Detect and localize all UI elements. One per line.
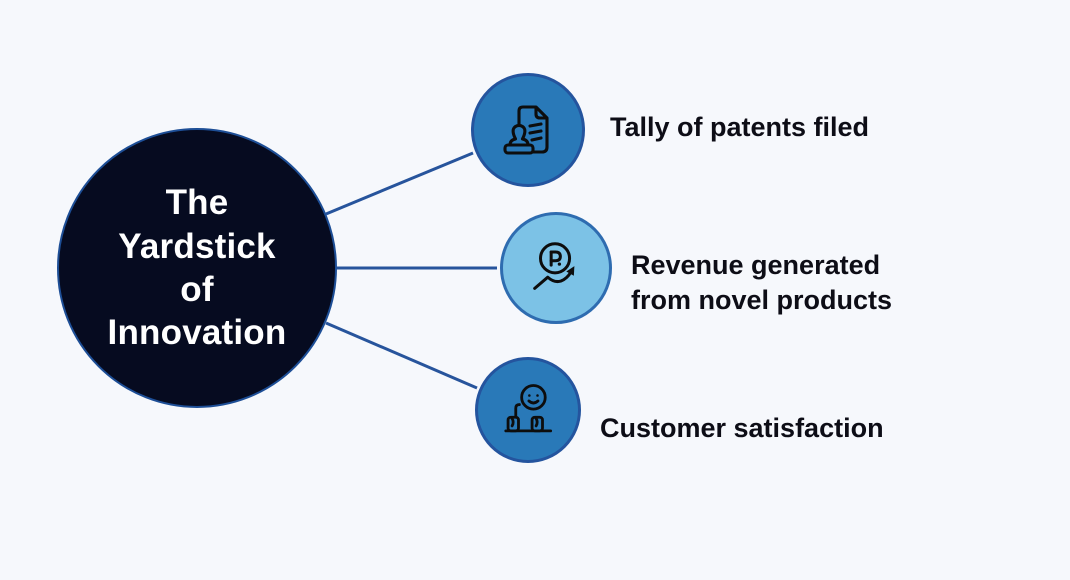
node-label-patents: Tally of patents filed [610, 112, 870, 142]
hub-circle: The Yardstick of Innovation [57, 128, 337, 408]
node-label-customer: Customer satisfaction [600, 413, 884, 443]
node-circle-revenue [500, 212, 612, 324]
hub-title: The Yardstick of Innovation [108, 181, 287, 355]
stamp-document-icon [503, 105, 549, 155]
happy-customer-icon [504, 384, 553, 433]
node-circle-patents [471, 73, 585, 187]
hub-title-line: of [180, 270, 214, 309]
connector-hub-to-customer [325, 321, 478, 390]
revenue-growth-icon [533, 242, 575, 290]
node-circle-customer [475, 357, 581, 463]
hub-title-line: Yardstick [118, 226, 276, 266]
node-label-revenue: Revenue generated from novel products [631, 250, 893, 316]
hub-title-line: Innovation [107, 313, 287, 353]
connector-hub-to-patents [325, 151, 474, 216]
hub-title-line: The [165, 183, 229, 223]
